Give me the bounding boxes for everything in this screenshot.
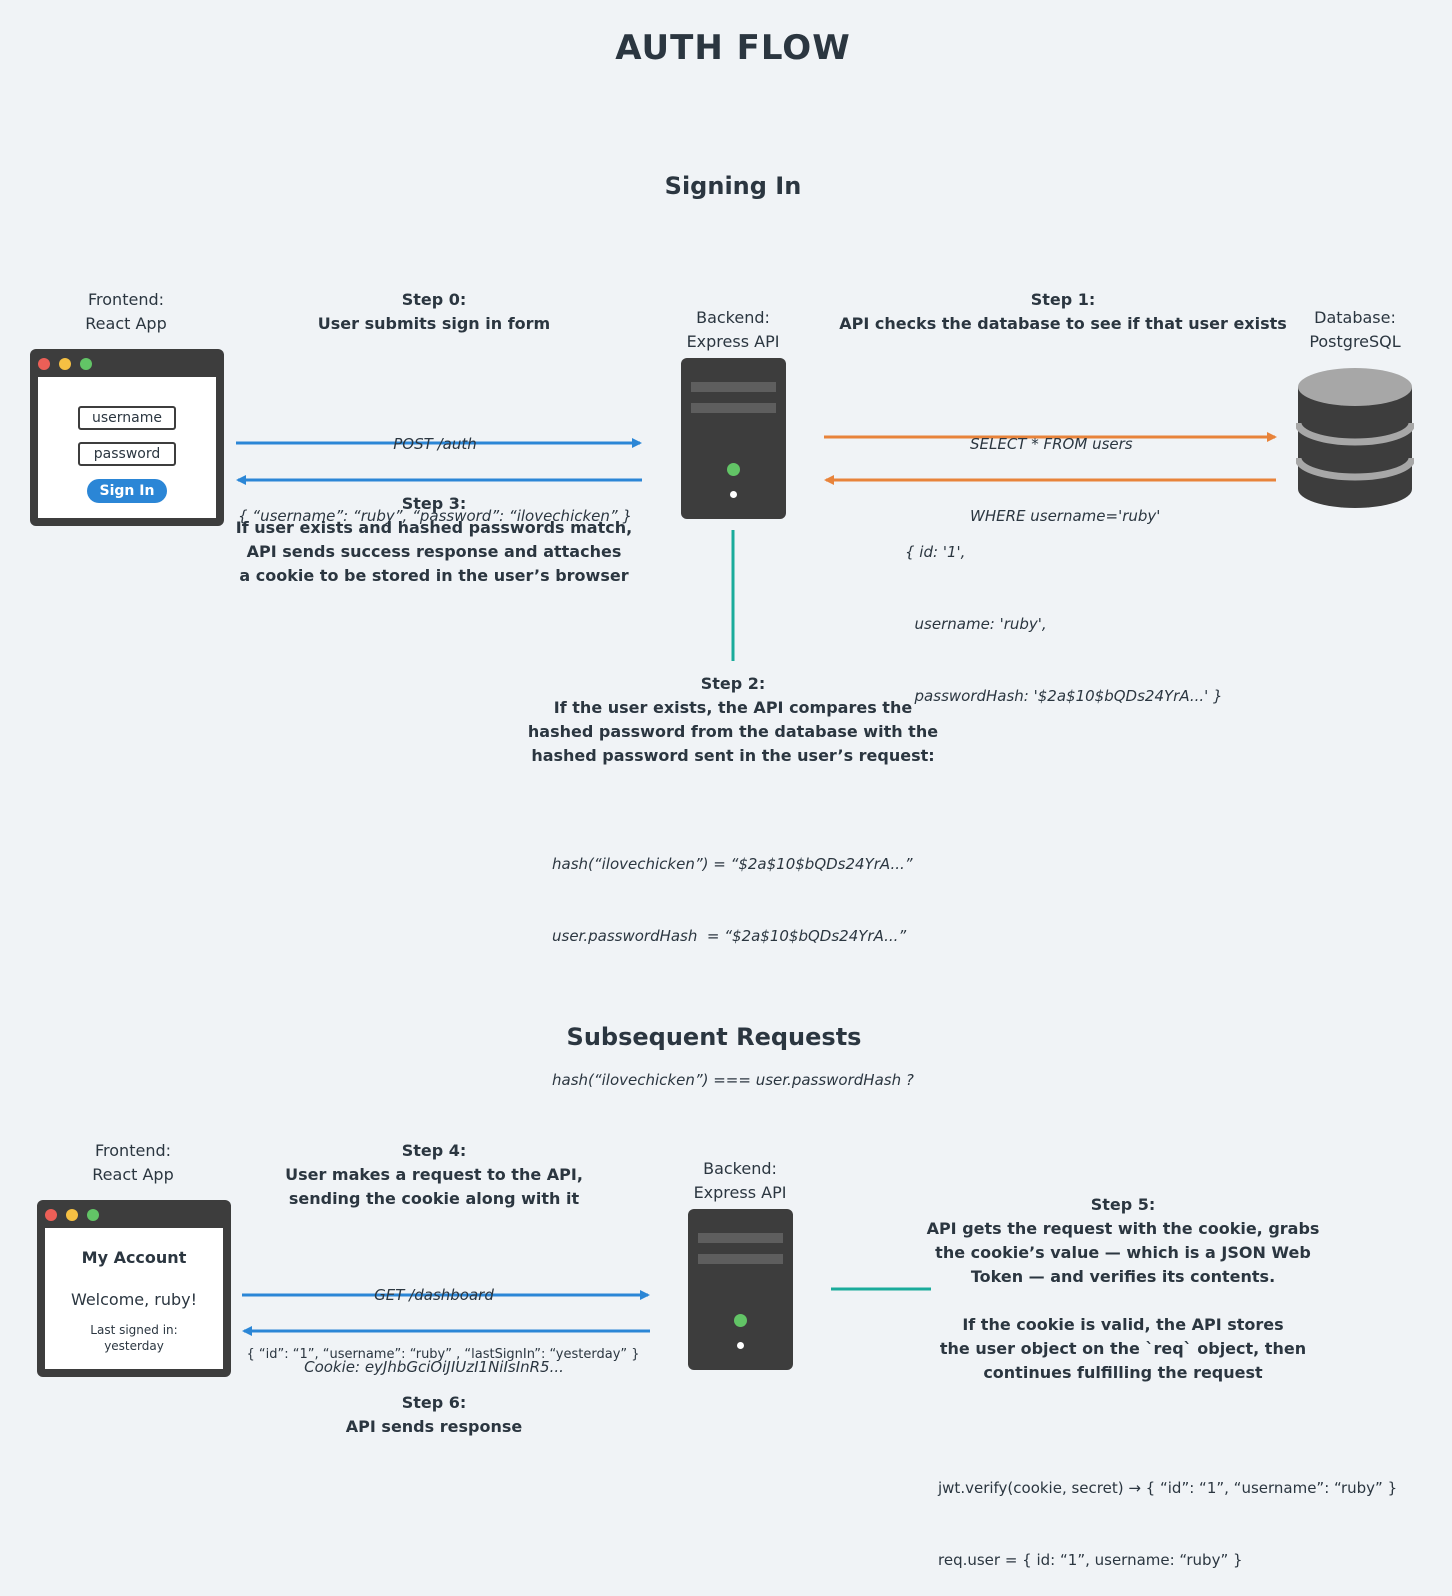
db-result: { id: '1', username: 'ruby', passwordHas… [905, 543, 1223, 705]
hash-compare-code: hash(“ilovechicken”) = “$2a$10$bQDs24YrA… [552, 855, 914, 1089]
username-field[interactable]: username [78, 406, 176, 430]
step1-text: Step 1: API checks the database to see i… [839, 290, 1287, 333]
step5-text: Step 5: API gets the request with the co… [926, 1195, 1320, 1382]
frontend-label: Frontend: React App [85, 290, 167, 333]
maximize-dot-icon [80, 358, 92, 370]
response-subsequent: { “id”: “1”, “username”: “ruby” , “lastS… [246, 1347, 640, 1362]
step3-text: Step 3: If user exists and hashed passwo… [235, 494, 633, 585]
status-light-icon [727, 463, 740, 476]
frontend-label: Frontend: React App [92, 1141, 174, 1184]
request-subsequent: GET /dashboard Cookie: eyJhbGciOiJIUzI1N… [304, 1286, 564, 1376]
sign-in-button[interactable]: Sign In [87, 479, 167, 503]
section-title-subsequent: Subsequent Requests [566, 1023, 862, 1051]
browser-window-signin: username password Sign In [30, 349, 224, 526]
minimize-dot-icon [59, 358, 71, 370]
step6-text: Step 6: API sends response [345, 1393, 523, 1436]
server-icon [688, 1209, 793, 1370]
welcome-text: Welcome, ruby! [70, 1290, 198, 1309]
backend-label: Backend: Express API [693, 1159, 787, 1202]
minimize-dot-icon [66, 1209, 78, 1221]
status-light-icon [734, 1314, 747, 1327]
maximize-dot-icon [87, 1209, 99, 1221]
browser-window-account: My Account Welcome, ruby! Last signed in… [37, 1200, 231, 1377]
step0-text: Step 0: User submits sign in form [317, 290, 551, 333]
browser-screen: username password Sign In [38, 377, 216, 518]
page-title: AUTH FLOW [615, 28, 851, 68]
database-label: Database: PostgreSQL [1309, 308, 1401, 351]
database-icon [1296, 368, 1414, 508]
last-signed-in: Last signed in: yesterday [90, 1323, 178, 1353]
jwt-code: jwt.verify(cookie, secret) → { “id”: “1”… [938, 1479, 1398, 1569]
close-dot-icon [45, 1209, 57, 1221]
backend-label: Backend: Express API [686, 308, 780, 351]
sql-query: SELECT * FROM users WHERE username='ruby… [970, 435, 1161, 525]
server-slot [691, 382, 776, 392]
server-slot [698, 1233, 783, 1243]
server-icon [681, 358, 786, 519]
password-field[interactable]: password [78, 442, 176, 466]
server-slot [698, 1254, 783, 1264]
step2-text: Step 2: If the user exists, the API comp… [527, 674, 939, 765]
step4-text: Step 4: User makes a request to the API,… [285, 1141, 583, 1208]
power-dot-icon [737, 1342, 744, 1349]
power-dot-icon [730, 491, 737, 498]
connectors [236, 432, 1277, 1336]
server-slot [691, 403, 776, 413]
section-title-signing-in: Signing In [664, 172, 802, 200]
close-dot-icon [38, 358, 50, 370]
account-heading: My Account [81, 1248, 187, 1267]
browser-screen: My Account Welcome, ruby! Last signed in… [45, 1228, 223, 1369]
request-signin: POST /auth { “username”: “ruby”, “passwo… [238, 435, 632, 525]
